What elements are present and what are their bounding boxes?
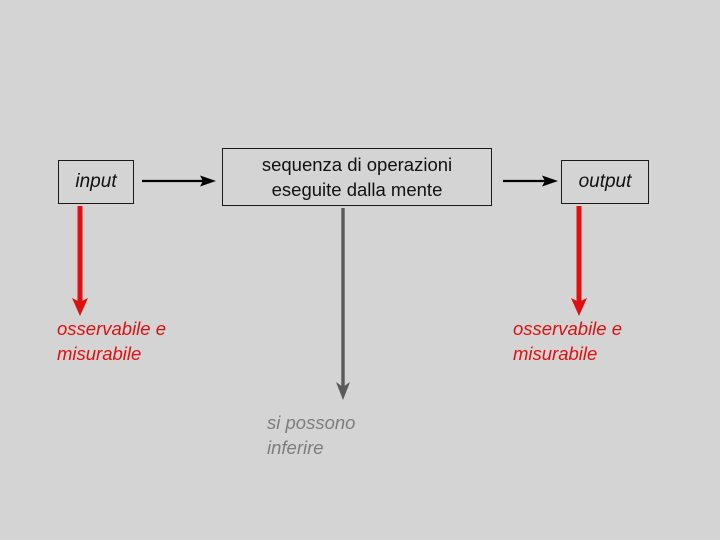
label-right-observable: osservabile e misurabile	[513, 318, 623, 364]
arrow-output-observable	[571, 206, 587, 316]
arrow-input-observable	[72, 206, 88, 316]
arrow-process-inferable	[336, 208, 350, 400]
label-left-observable: osservabile e misurabile	[57, 318, 167, 364]
node-output-label: output	[578, 171, 632, 192]
label-inferable: si possono inferire	[267, 412, 356, 458]
node-process-label: sequenza di operazioni eseguite dalla me…	[261, 154, 453, 200]
arrow-process-to-output	[503, 175, 558, 187]
node-output: output	[561, 160, 649, 204]
node-input-label: input	[75, 171, 117, 192]
node-input: input	[58, 160, 134, 204]
node-process: sequenza di operazioni eseguite dalla me…	[222, 148, 492, 206]
arrow-input-to-process	[142, 175, 216, 187]
